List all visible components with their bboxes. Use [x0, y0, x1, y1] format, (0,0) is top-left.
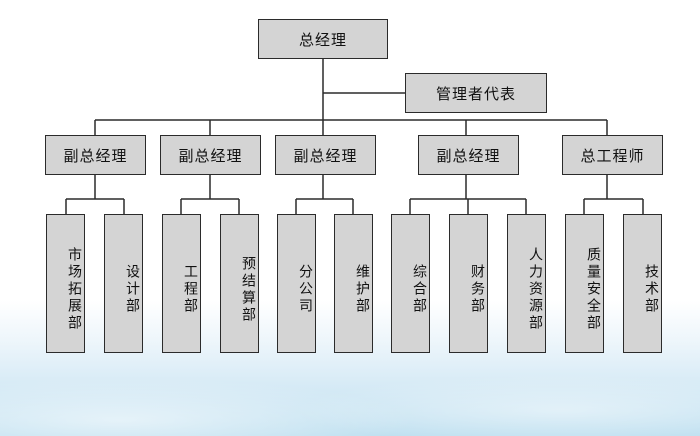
dept-maintenance: 维护部	[334, 214, 373, 353]
dept-engineering: 工程部	[162, 214, 201, 353]
dept-general-affairs: 综合部	[391, 214, 430, 353]
node-deputy-gm-2: 副总经理	[160, 135, 261, 175]
dept-branch-company: 分公司	[277, 214, 316, 353]
node-deputy-gm-4: 副总经理	[418, 135, 519, 175]
dept-human-resources: 人力资源部	[507, 214, 546, 353]
dept-design: 设计部	[104, 214, 143, 353]
dept-quality-safety: 质量安全部	[565, 214, 604, 353]
node-general-manager: 总经理	[258, 19, 388, 59]
dept-finance: 财务部	[449, 214, 488, 353]
node-deputy-gm-3: 副总经理	[275, 135, 376, 175]
node-deputy-gm-1: 副总经理	[45, 135, 146, 175]
dept-budget-settlement: 预结算部	[220, 214, 259, 353]
node-chief-engineer: 总工程师	[562, 135, 663, 175]
dept-market-expansion: 市场拓展部	[46, 214, 85, 353]
dept-technical: 技术部	[623, 214, 662, 353]
node-management-representative: 管理者代表	[405, 73, 547, 113]
